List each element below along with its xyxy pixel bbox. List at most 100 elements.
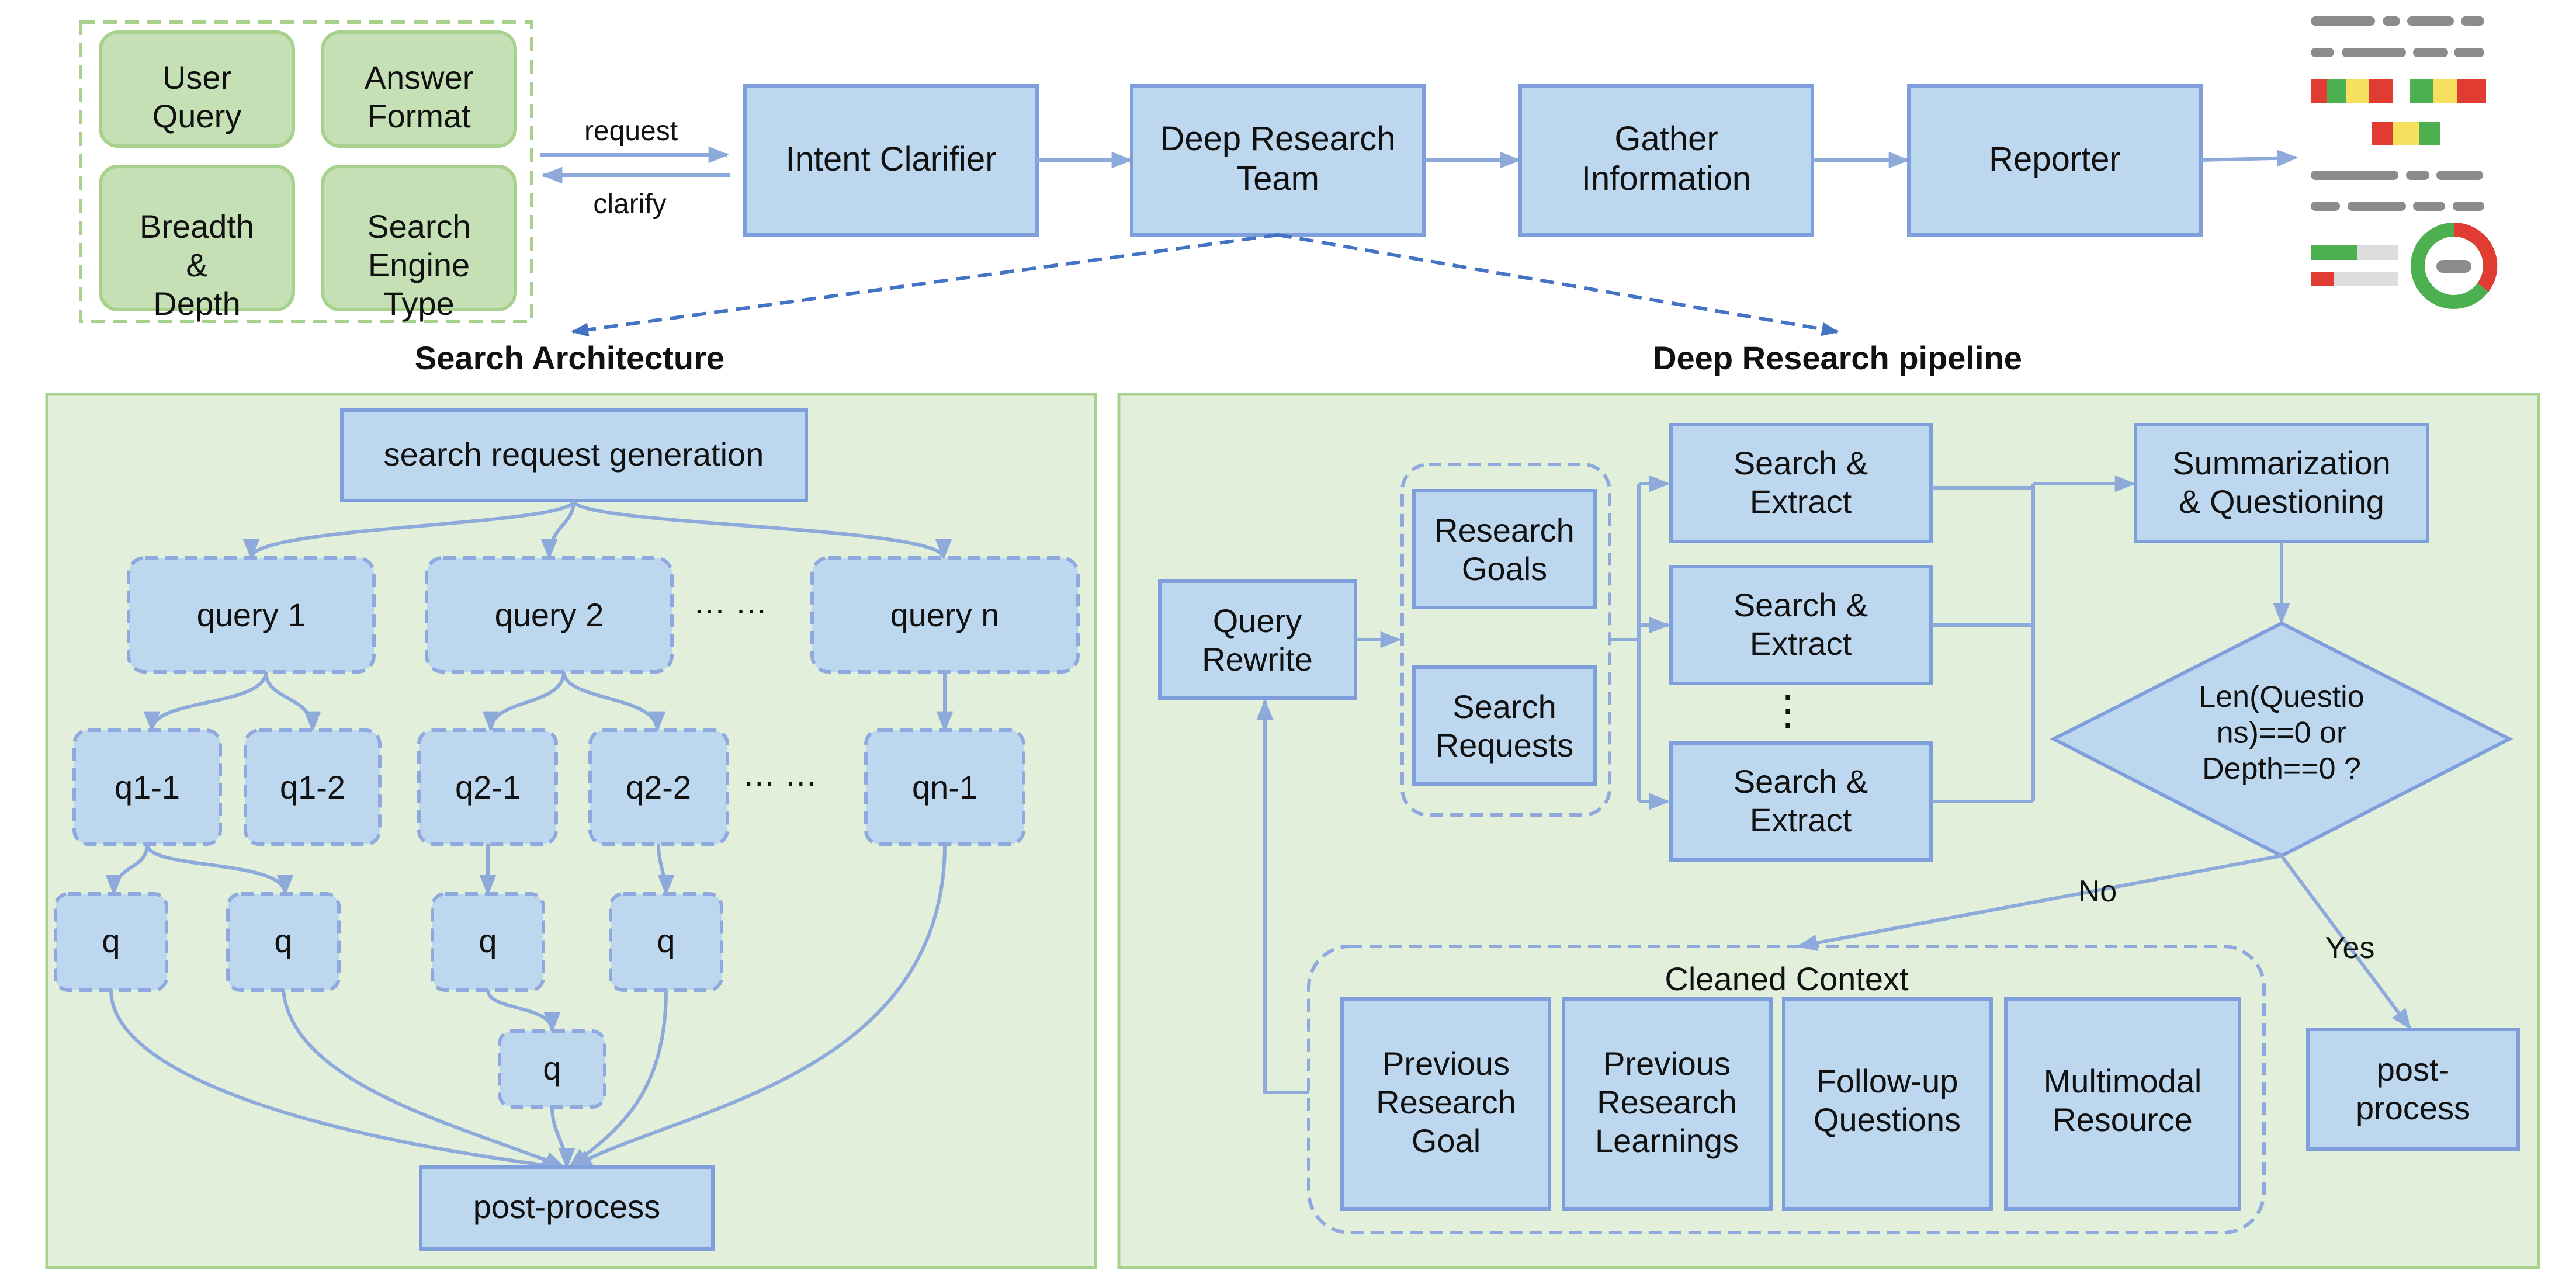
intent-clarifier-box [743, 84, 1039, 237]
queryn-label: query n [890, 596, 1000, 633]
clarify-label: clarify [593, 189, 666, 220]
search-extract-label-3-line-1: Search & [1733, 763, 1868, 800]
previous-goal-box [1340, 997, 1551, 1211]
user-query-label-line-2: Query [152, 98, 242, 134]
report-illustration-icon [2311, 16, 2498, 309]
search-extract-label-2-line-2: Extract [1750, 625, 1852, 662]
search-extract-label-3: Search &Extract [1733, 763, 1868, 838]
research-goals-label-line-2: Goals [1462, 550, 1547, 587]
intent-clarifier-label: Intent Clarifier [785, 140, 996, 178]
previous-learnings-label-line-2: Research [1597, 1084, 1737, 1120]
q2-2-label: q2-2 [626, 769, 691, 806]
dashed-arrow-deep-research-pipeline [1277, 233, 1839, 336]
search-engine-type-label-line-3: Type [383, 285, 454, 322]
follow-up-box [1782, 997, 1993, 1211]
yes-label: Yes [2325, 931, 2375, 965]
multimodal-label-line-1: Multimodal [2044, 1063, 2202, 1099]
yes-arrow [2280, 855, 2412, 1030]
follow-up-label-line-2: Questions [1814, 1101, 1961, 1138]
deep-research-team-label-line-2: Team [1236, 159, 1319, 197]
query-rewrite-label-line-1: Query [1213, 602, 1302, 639]
summarization-label: Summarization& Questioning [2172, 445, 2390, 520]
q1-2-label: q1-2 [280, 769, 345, 806]
no-label: No [2078, 875, 2117, 908]
follow-up-label-line-1: Follow-up [1816, 1063, 1958, 1099]
user-query-box [99, 30, 295, 148]
search-request-generation-box [340, 408, 808, 502]
search-engine-type-label-line-1: Search [367, 208, 470, 245]
breadth-depth-label-line-3: Depth [153, 285, 240, 322]
search-extract-label-3-line-2: Extract [1750, 801, 1852, 838]
qn-1-to-post [570, 844, 947, 1169]
search-request-generation-label: search request generation [384, 436, 764, 473]
reporter-box [1907, 84, 2203, 237]
deep-research-team-label-line-1: Deep Research [1160, 120, 1396, 158]
q2-2-to-q [657, 844, 675, 896]
condition-label-line-1: Len(Questio [2199, 680, 2364, 714]
query-rewrite-label-line-2: Rewrite [1202, 641, 1313, 678]
condition-label-line-2: ns)==0 or [2217, 716, 2347, 749]
search-requests-label-line-1: Search [1452, 688, 1556, 725]
query2-label: query 2 [495, 596, 604, 633]
q-c-to-q-e [486, 990, 561, 1033]
query1-to-q1-2 [264, 671, 321, 733]
breadth-depth-label-line-2: & [186, 247, 207, 283]
reporter-label: Reporter [1989, 140, 2121, 178]
q1-1-to-q-b [145, 844, 294, 896]
q-label-c: q [479, 922, 497, 959]
deep-research-pipeline-title: Deep Research pipeline [1653, 339, 2022, 376]
query-rewrite-box [1158, 579, 1357, 700]
query-ellipsis: … … [693, 584, 768, 620]
q1-2-box [244, 728, 382, 846]
q1-1-label: q1-1 [115, 769, 180, 806]
q-a-to-post [109, 990, 563, 1174]
subquery-ellipsis: … … [743, 756, 817, 793]
cleaned-context-label: Cleaned Context [1665, 960, 1909, 997]
search-post-process-label: post-process [473, 1188, 661, 1225]
query2-box [425, 556, 674, 674]
search-extract-box-2 [1669, 565, 1933, 685]
gen-to-query2 [540, 500, 575, 560]
query1-to-q1-1 [143, 671, 268, 733]
condition-label-line-3: Depth==0 ? [2202, 752, 2361, 786]
qn-1-label: qn-1 [912, 769, 977, 806]
gen-to-queryn [572, 499, 952, 560]
query1-label: query 1 [197, 596, 306, 633]
q-e-to-post [550, 1106, 575, 1170]
q-label-a: q [102, 922, 120, 959]
q2-1-label: q2-1 [455, 769, 521, 806]
gather-information-label-line-2: Information [1582, 159, 1751, 197]
multimodal-label-line-2: Resource [2053, 1101, 2193, 1138]
previous-learnings-label-line-3: Learnings [1595, 1122, 1739, 1159]
user-query-label-line-1: User [162, 59, 231, 96]
breadth-depth-label: Breadth&Depth [140, 208, 254, 322]
q-label-e: q [543, 1050, 561, 1087]
q-b-to-post [282, 990, 566, 1169]
pipeline-post-process-label: post-process [2356, 1051, 2470, 1126]
breadth-depth-label-line-1: Breadth [140, 208, 254, 245]
pipeline-post-process-box [2306, 1028, 2520, 1151]
research-goals-box [1412, 489, 1597, 609]
answer-format-label-line-1: Answer [365, 59, 474, 96]
no-arrow [1796, 854, 2282, 952]
search-requests-label-line-2: Requests [1436, 727, 1574, 764]
previous-learnings-label-line-1: Previous [1603, 1045, 1731, 1082]
breadth-depth-box [99, 165, 295, 311]
search-extract-box-3 [1669, 741, 1933, 862]
answer-format-label-line-2: Format [367, 98, 471, 134]
deep-research-team-box [1130, 84, 1426, 237]
q2-1-box [417, 728, 558, 846]
summarization-label-line-1: Summarization [2172, 445, 2390, 481]
q-label-d: q [657, 922, 675, 959]
